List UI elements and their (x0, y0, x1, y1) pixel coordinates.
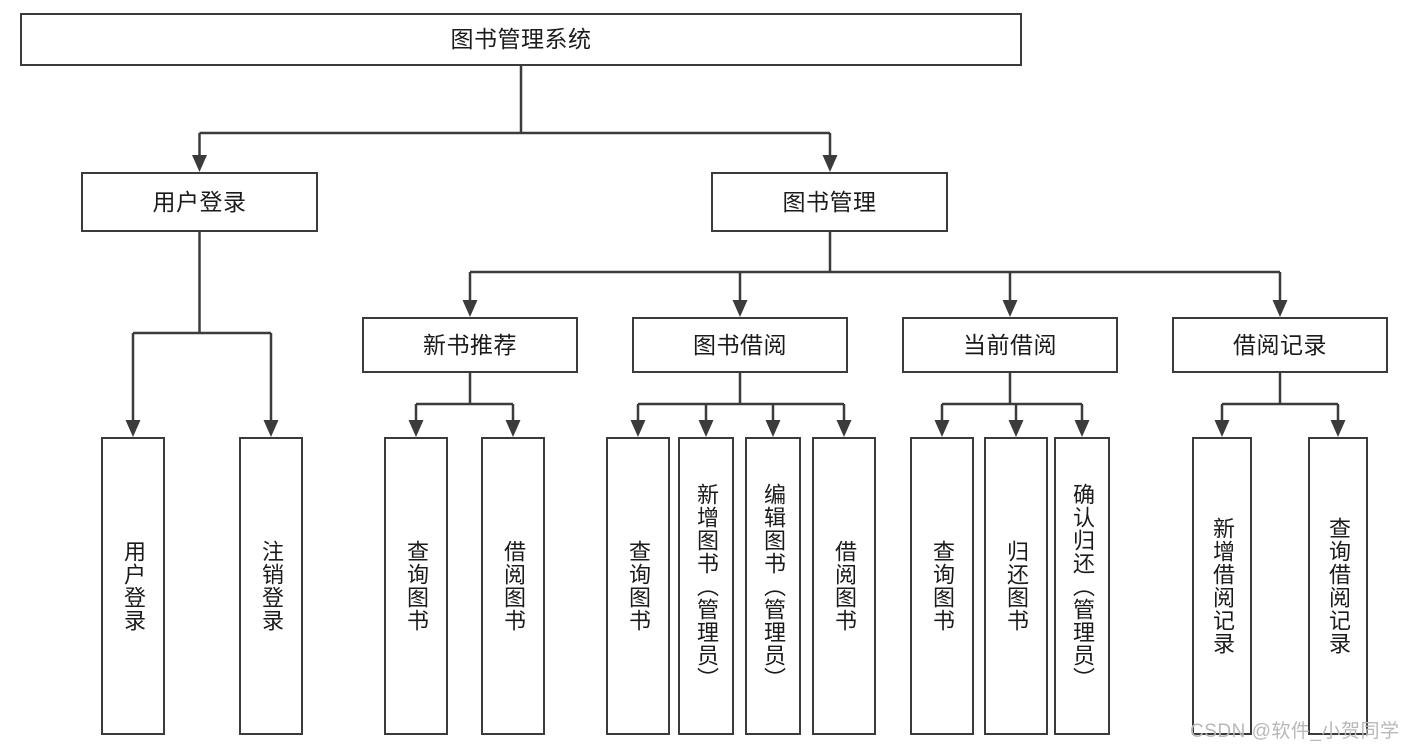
csdn-watermark: CSDN @软件_小贺同学 (1190, 721, 1400, 742)
node-label: 用户登录 (121, 540, 146, 632)
arrow-leaf-logout (263, 420, 279, 437)
node-label: 借阅图书 (832, 540, 857, 632)
node-label: 图书管理系统 (450, 26, 592, 53)
node-label: 借阅图书 (501, 540, 526, 632)
node-label: 借阅记录 (1233, 331, 1327, 358)
node-root-system[interactable]: 图书管理系统 (20, 13, 1022, 66)
arrow-to-book-borrow (732, 300, 748, 317)
leaf-borrow-book-borrow[interactable]: 借阅图书 (812, 437, 876, 735)
arrow-leaf-add-record (1214, 420, 1230, 437)
arrow-leaf-query-book-1 (408, 420, 424, 437)
arrow-to-new-book-rec (462, 300, 478, 317)
node-label: 当前借阅 (963, 331, 1057, 358)
arrow-leaf-confirm-return (1074, 420, 1090, 437)
arrow-leaf-borrow-book-1 (505, 420, 521, 437)
arrow-leaf-return-book (1008, 420, 1024, 437)
node-book-management[interactable]: 图书管理 (711, 172, 948, 232)
leaf-borrow-book-newbook[interactable]: 借阅图书 (481, 437, 545, 735)
arrow-leaf-user-login (125, 420, 141, 437)
node-label: 新书推荐 (423, 331, 517, 358)
leaf-query-borrow-record[interactable]: 查询借阅记录 (1308, 437, 1368, 735)
node-current-borrow[interactable]: 当前借阅 (902, 317, 1118, 373)
arrow-to-borrow-record (1272, 300, 1288, 317)
node-label: 查询图书 (404, 540, 429, 632)
node-new-book-recommend[interactable]: 新书推荐 (362, 317, 578, 373)
node-label: 编辑图书（管理员） (761, 482, 786, 690)
leaf-edit-book-admin[interactable]: 编辑图书（管理员） (745, 437, 801, 735)
node-label: 图书管理 (782, 188, 877, 215)
arrow-to-user-login (192, 155, 207, 172)
arrow-leaf-add-book (698, 420, 714, 437)
node-label: 图书借阅 (693, 331, 787, 358)
arrow-to-book-mgmt (822, 155, 838, 172)
leaf-add-borrow-record[interactable]: 新增借阅记录 (1192, 437, 1252, 735)
arrow-leaf-borrow-book-2 (836, 420, 852, 437)
node-label: 归还图书 (1004, 540, 1029, 632)
leaf-query-book-newbook[interactable]: 查询图书 (384, 437, 448, 735)
node-borrow-record[interactable]: 借阅记录 (1172, 317, 1388, 373)
node-label: 确认归还（管理员） (1070, 482, 1095, 690)
node-label: 查询图书 (626, 540, 651, 632)
node-label: 新增图书（管理员） (694, 482, 719, 690)
arrow-leaf-edit-book (765, 420, 781, 437)
node-book-borrow[interactable]: 图书借阅 (632, 317, 848, 373)
node-label: 新增借阅记录 (1210, 517, 1235, 655)
node-label: 注销登录 (259, 540, 284, 632)
node-label: 用户登录 (152, 188, 247, 215)
leaf-return-book[interactable]: 归还图书 (984, 437, 1048, 735)
arrow-leaf-query-record (1330, 420, 1346, 437)
arrow-leaf-query-book-2 (630, 420, 646, 437)
node-user-login[interactable]: 用户登录 (81, 172, 318, 232)
arrow-leaf-query-book-3 (934, 420, 950, 437)
node-label: 查询借阅记录 (1326, 517, 1351, 655)
leaf-logout[interactable]: 注销登录 (239, 437, 303, 735)
leaf-add-book-admin[interactable]: 新增图书（管理员） (678, 437, 734, 735)
leaf-query-book-borrow[interactable]: 查询图书 (606, 437, 670, 735)
arrow-to-current-borrow (1002, 300, 1018, 317)
leaf-confirm-return-admin[interactable]: 确认归还（管理员） (1054, 437, 1110, 735)
node-label: 查询图书 (930, 540, 955, 632)
leaf-user-login[interactable]: 用户登录 (101, 437, 165, 735)
leaf-query-book-current[interactable]: 查询图书 (910, 437, 974, 735)
